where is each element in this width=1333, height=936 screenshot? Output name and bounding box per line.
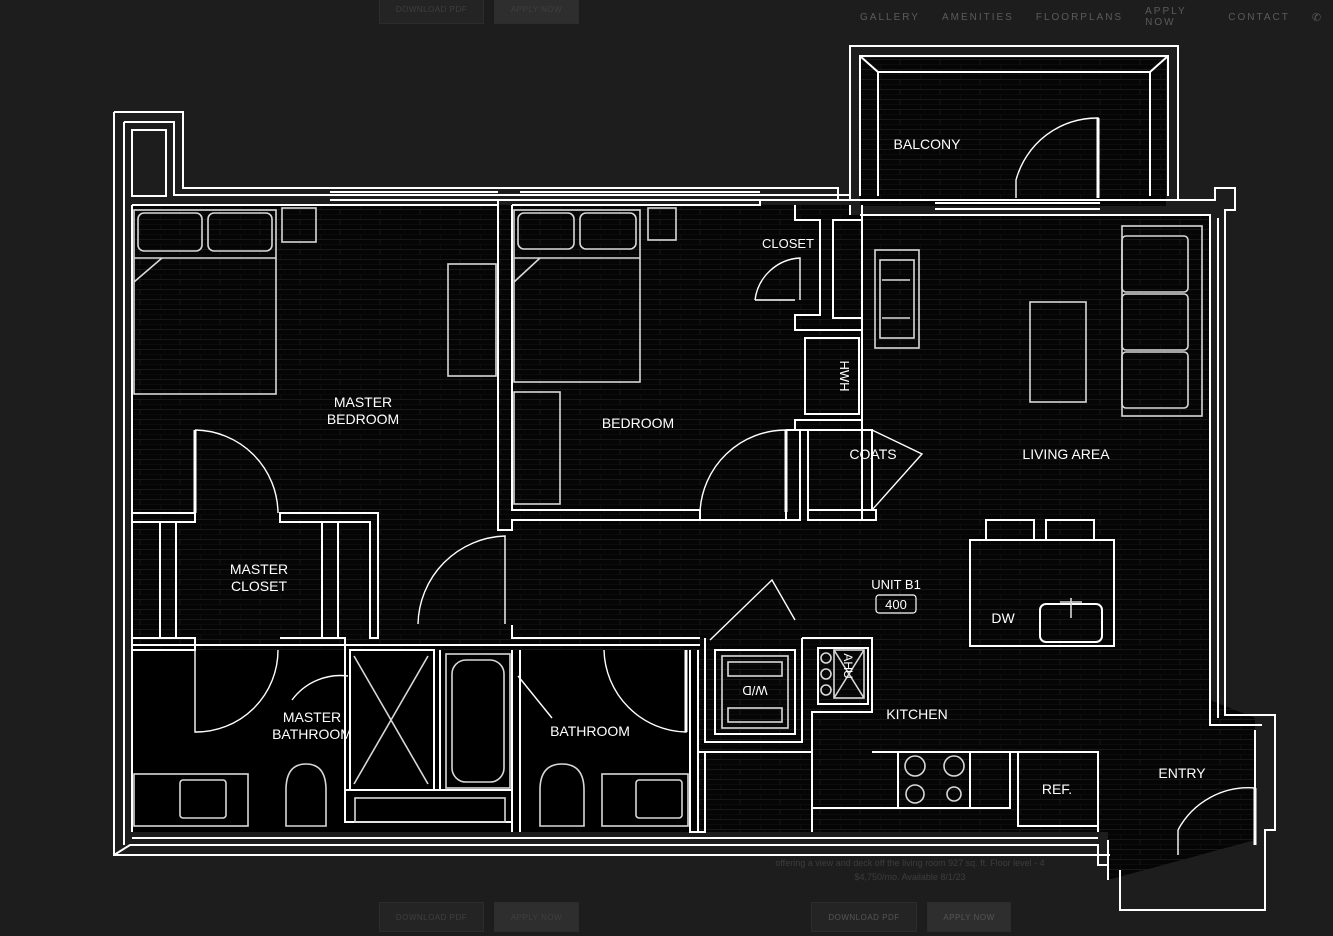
label-master-closet-line2: CLOSET bbox=[231, 578, 287, 594]
nav-contact[interactable]: CONTACT bbox=[1228, 11, 1290, 23]
nav-floorplans[interactable]: FLOORPLANS bbox=[1035, 11, 1124, 23]
label-master-bathroom-line2: BATHROOM bbox=[272, 726, 352, 742]
download-pdf-button-top[interactable]: DOWNLOAD PDF bbox=[379, 0, 484, 24]
door-swings bbox=[194, 117, 1256, 855]
label-entry: ENTRY bbox=[1158, 765, 1206, 781]
label-unit: UNIT B1 bbox=[871, 577, 921, 592]
label-coats: COATS bbox=[849, 446, 896, 462]
label-hwh: HWH bbox=[837, 360, 852, 391]
label-balcony: BALCONY bbox=[894, 136, 962, 152]
apply-now-button-top[interactable]: APPLY NOW bbox=[494, 0, 579, 24]
label-master-bedroom-line1: MASTER bbox=[334, 394, 392, 410]
label-ahu: AHU bbox=[841, 653, 855, 678]
phone-icon[interactable]: ✆ bbox=[1311, 11, 1322, 24]
label-master-bathroom-line1: MASTER bbox=[283, 709, 341, 725]
download-pdf-button-left[interactable]: DOWNLOAD PDF bbox=[379, 902, 484, 932]
label-closet: CLOSET bbox=[762, 236, 814, 251]
label-bathroom: BATHROOM bbox=[550, 723, 630, 739]
label-ref: REF. bbox=[1042, 781, 1072, 797]
label-wd: W/D bbox=[742, 683, 767, 698]
apply-now-button[interactable]: APPLY NOW bbox=[927, 902, 1011, 932]
label-master-bedroom-line2: BEDROOM bbox=[327, 411, 399, 427]
label-unit-sqft: 400 bbox=[885, 597, 907, 612]
label-kitchen: KITCHEN bbox=[886, 706, 947, 722]
apply-now-button-left[interactable]: APPLY NOW bbox=[494, 902, 579, 932]
furniture bbox=[133, 207, 1203, 827]
walls bbox=[113, 45, 1276, 911]
room-labels: BALCONY CLOSET HWH MASTER BEDROOM BEDROO… bbox=[230, 136, 1206, 797]
label-dw: DW bbox=[991, 610, 1015, 626]
top-nav: GALLERY AMENITIES FLOORPLANS APPLY NOW C… bbox=[860, 0, 1333, 34]
label-master-closet-line1: MASTER bbox=[230, 561, 288, 577]
label-bedroom: BEDROOM bbox=[602, 415, 674, 431]
balcony-floor bbox=[860, 58, 1166, 206]
label-living-area: LIVING AREA bbox=[1022, 446, 1110, 462]
unit-sqft-badge bbox=[875, 594, 917, 614]
download-pdf-button[interactable]: DOWNLOAD PDF bbox=[811, 902, 917, 932]
nav-apply-now[interactable]: APPLY NOW bbox=[1145, 6, 1187, 28]
nav-gallery[interactable]: GALLERY bbox=[860, 11, 920, 23]
floor-area bbox=[132, 58, 1255, 880]
door-leaves bbox=[193, 118, 1257, 845]
unit-description: offering a view and deck off the living … bbox=[775, 858, 1045, 882]
nav-amenities[interactable]: AMENITIES bbox=[941, 11, 1014, 23]
